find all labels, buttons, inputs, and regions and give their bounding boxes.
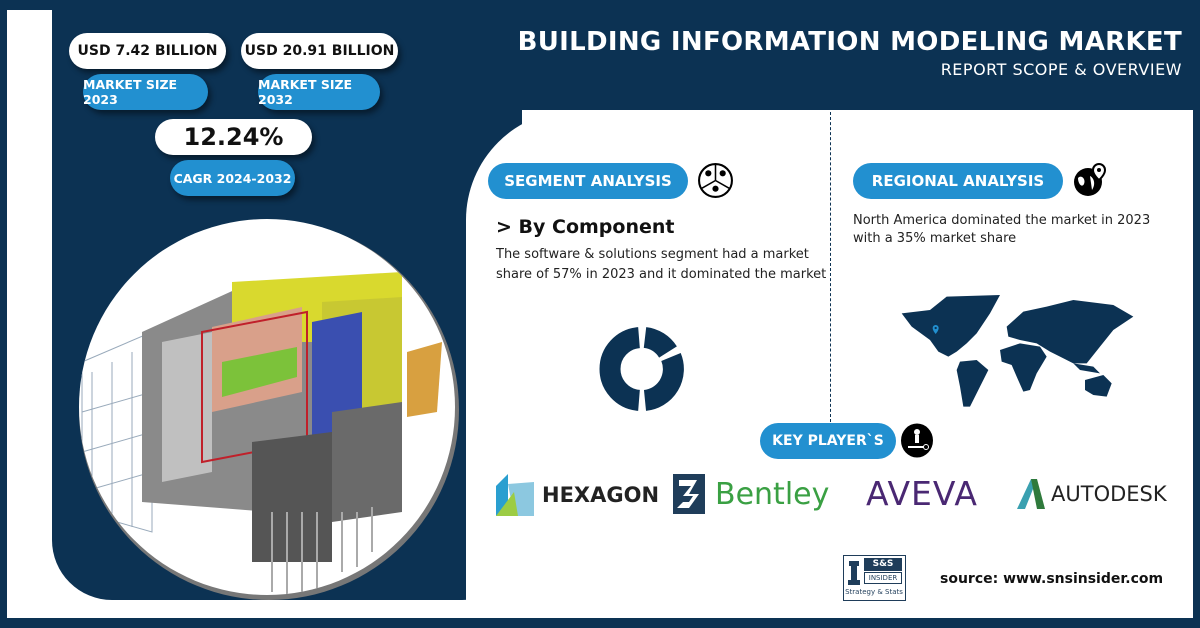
segment-people-icon: [698, 163, 733, 198]
donut-segment-2: [643, 352, 684, 411]
market-size-2023-value: USD 7.42 BILLION: [69, 33, 226, 69]
regional-text-line1: North America dominated the market in 20…: [853, 213, 1151, 228]
market-size-2032-label: MARKET SIZE 2032: [258, 74, 380, 110]
page-title: BUILDING INFORMATION MODELING MARKET: [517, 27, 1182, 57]
north-america-pin-icon: [932, 325, 939, 334]
page-subtitle: REPORT SCOPE & OVERVIEW: [940, 60, 1182, 79]
key-players-label: KEY PLAYER`S: [760, 423, 896, 459]
section-divider: [830, 112, 831, 422]
logo-autodesk: AUTODESK: [1017, 479, 1167, 509]
donut-segment-3: [599, 327, 641, 411]
logo-bentley: Bentley: [673, 474, 829, 514]
building-model-image: [79, 219, 459, 600]
chess-rook-icon: [848, 561, 860, 585]
cagr-label: CAGR 2024-2032: [170, 160, 295, 196]
regional-analysis-label: REGIONAL ANALYSIS: [853, 163, 1063, 199]
logo-hexagon: HEXAGON: [494, 474, 659, 516]
world-map: [901, 295, 1134, 407]
segment-analysis-label: SEGMENT ANALYSIS: [488, 163, 688, 199]
source-text: source: www.snsinsider.com: [940, 571, 1164, 587]
globe-location-icon: [1074, 162, 1107, 196]
market-size-2023-label: MARKET SIZE 2023: [83, 74, 208, 110]
market-size-2032-value: USD 20.91 BILLION: [241, 33, 398, 69]
logo-aveva: AVEVA: [866, 474, 978, 513]
segment-donut-chart: [599, 327, 684, 411]
segment-text-line1: The software & solutions segment had a m…: [496, 247, 809, 262]
hexagon-logo-icon: [496, 474, 534, 516]
segment-heading: > By Component: [496, 216, 675, 238]
autodesk-logo-icon: [1017, 479, 1045, 509]
regional-text-line2: with a 35% market share: [853, 231, 1017, 246]
bentley-logo-icon: [673, 474, 705, 514]
cagr-value: 12.24%: [155, 119, 312, 155]
key-player-icon: [901, 423, 933, 458]
donut-segment-1: [643, 327, 677, 359]
segment-text-line2: share of 57% in 2023 and it dominated th…: [496, 267, 827, 282]
sns-insider-logo: S&S INSIDER Strategy & Stats: [843, 555, 906, 601]
